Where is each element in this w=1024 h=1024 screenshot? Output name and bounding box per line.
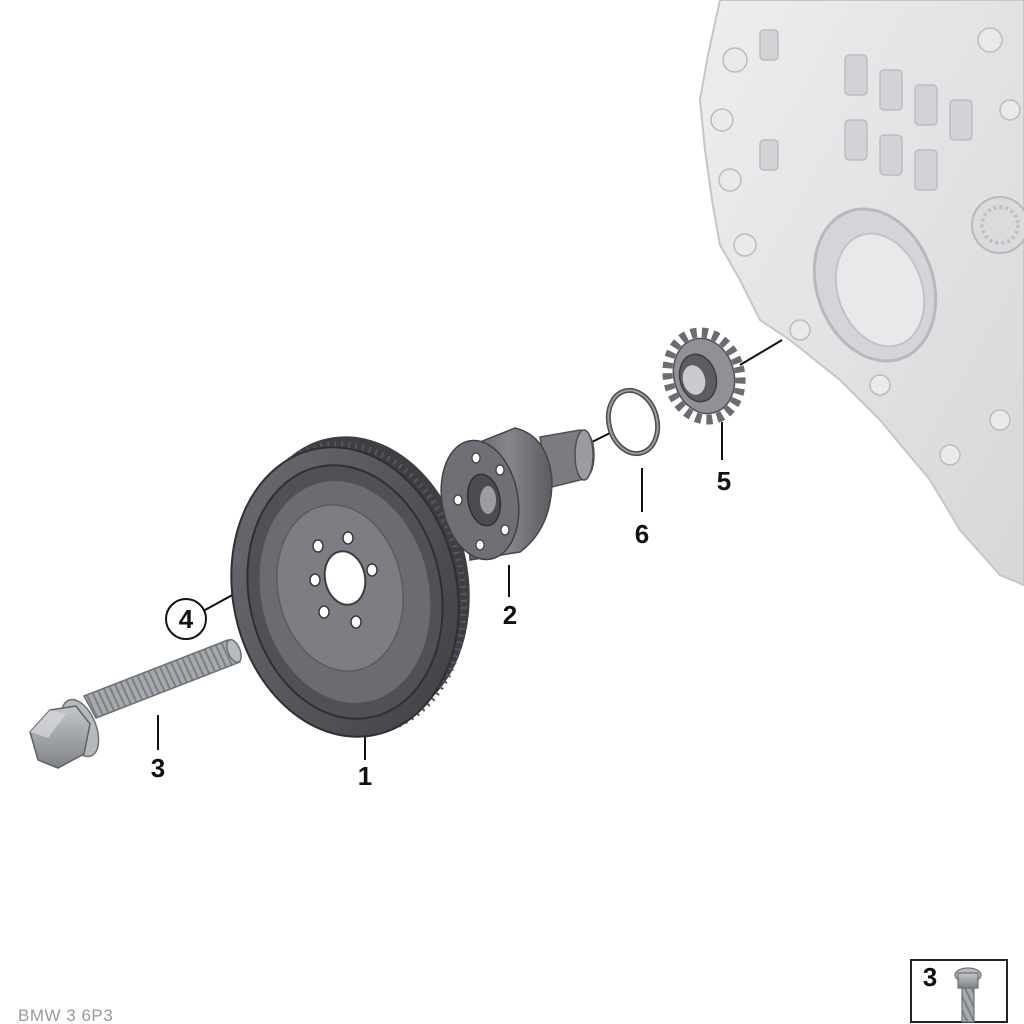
callout-5: 5 (717, 466, 731, 496)
callout-4: 4 (165, 598, 207, 640)
callout-4-circle (165, 598, 207, 640)
callout-1: 1 (358, 761, 372, 791)
callout-6-label: 6 (635, 519, 649, 549)
callout-1-label: 1 (358, 761, 372, 791)
inset-bolt-icon (954, 967, 982, 1023)
hub-part (440, 427, 595, 561)
engine-block (698, 0, 1024, 587)
callout-3: 3 (151, 753, 165, 783)
callout-6: 6 (635, 519, 649, 549)
callout-3-label: 3 (151, 753, 165, 783)
callout-4-label: 4 (179, 604, 194, 634)
diagram-code: BMW 3 6P3 (18, 1006, 113, 1024)
inset-label: 3 (923, 962, 937, 992)
callout-2-label: 2 (503, 600, 517, 630)
inset-box: 3 (910, 959, 1008, 1023)
o-ring-part (605, 387, 661, 457)
pulley-part (230, 436, 470, 738)
callout-5-label: 5 (717, 466, 731, 496)
bolt-part (29, 638, 242, 769)
sprocket-part (662, 327, 746, 425)
callout-2: 2 (503, 600, 517, 630)
